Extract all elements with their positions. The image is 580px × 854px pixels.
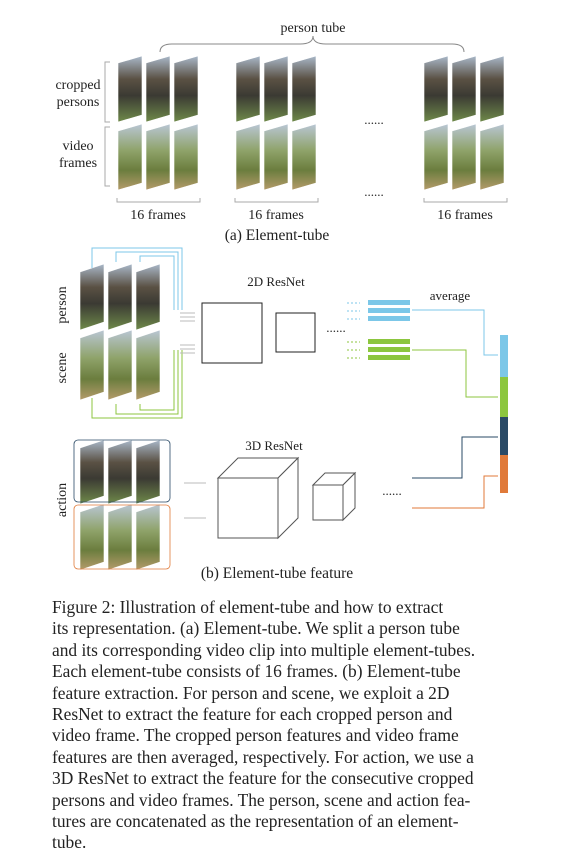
action-line-orange — [412, 475, 498, 509]
caption-line: tube. — [52, 832, 87, 853]
action-video-frame — [107, 503, 133, 571]
person-input-frame — [135, 263, 161, 331]
caption-line: 3D ResNet to extract the feature for the… — [52, 768, 474, 789]
subcaption-b: (b) Element-tube feature — [201, 565, 353, 582]
cropped-person-frame — [291, 55, 317, 123]
caption-line: and its corresponding video clip into mu… — [52, 639, 476, 660]
concat-action-2 — [500, 455, 508, 493]
resnet2d-box-large — [201, 302, 263, 364]
caption-line: ResNet to extract the feature for each c… — [52, 704, 453, 725]
caption-line: Figure 2: Illustration of element-tube a… — [52, 597, 444, 617]
input-arrows-3d — [184, 482, 206, 519]
scene-feature-arrows — [347, 341, 360, 359]
scene-feature-bars — [368, 339, 410, 360]
video-frame — [145, 123, 171, 191]
cropped-person-frame — [479, 55, 505, 123]
caption-line: its representation. (a) Element-tube. We… — [52, 618, 460, 639]
input-arrows-2d — [180, 312, 195, 354]
person-tube-brace — [159, 35, 465, 53]
video-frame — [117, 123, 143, 191]
cropped-person-frame — [263, 55, 289, 123]
cropped-person-frame — [117, 55, 143, 123]
action-person-frame — [107, 439, 133, 505]
element-tube-groups — [117, 55, 505, 191]
person-avg-line — [412, 309, 498, 356]
scene-input-frame — [79, 329, 105, 401]
frame-count-1: 16 frames — [130, 208, 186, 223]
row-label-cropped: cropped — [55, 78, 100, 93]
brace-group-3 — [423, 198, 508, 203]
action-person-box — [73, 439, 171, 503]
action-person-frame — [79, 439, 105, 505]
concat-person — [500, 335, 508, 377]
resnet3d-label: 3D ResNet — [245, 438, 303, 453]
video-frame — [451, 123, 477, 191]
ellipsis-frames: ...... — [364, 184, 384, 199]
figure-2: person tube cropped persons video frames… — [55, 21, 508, 582]
concat-scene — [500, 377, 508, 417]
concat-action-1 — [500, 417, 508, 455]
row-bracket-frames — [104, 126, 110, 187]
caption-line: Each element-tube consists of 16 frames.… — [52, 661, 461, 682]
scene-input-frame — [135, 329, 161, 401]
frame-count-3: 16 frames — [437, 208, 493, 223]
video-frame — [479, 123, 505, 191]
brace-group-1 — [116, 198, 201, 203]
video-frame — [173, 123, 199, 191]
caption-line: video frame. The cropped person features… — [52, 725, 459, 746]
video-frame — [423, 123, 449, 191]
ellipsis-persons: ...... — [364, 112, 384, 127]
video-frame — [235, 123, 261, 191]
feature-input-groups — [73, 263, 171, 571]
resnet2d-label: 2D ResNet — [247, 274, 305, 289]
row-label-persons: persons — [57, 95, 100, 110]
brace-group-2 — [234, 198, 319, 203]
person-feature-arrows — [347, 302, 360, 320]
person-routing — [91, 247, 183, 310]
caption-line: features are then averaged, respectively… — [52, 746, 474, 767]
action-video-frame — [79, 503, 105, 571]
frame-count-2: 16 frames — [248, 208, 304, 223]
person-feature-bars — [368, 300, 410, 321]
resnet3d-cube-small — [311, 471, 357, 522]
subcaption-a: (a) Element-tube — [225, 227, 330, 244]
figure-caption: Figure 2: Illustration of element-tube a… — [52, 597, 522, 854]
resnet3d-ellipsis: ...... — [382, 483, 402, 498]
scene-avg-line — [412, 349, 498, 398]
action-person-frame — [135, 439, 161, 505]
scene-routing — [91, 350, 183, 419]
side-label-action: action — [55, 483, 70, 517]
person-input-frame — [107, 263, 133, 331]
row-bracket-persons — [104, 61, 110, 123]
action-video-box — [73, 504, 171, 570]
scene-input-frame — [107, 329, 133, 401]
resnet2d-ellipsis: ...... — [326, 320, 346, 335]
action-video-frame — [135, 503, 161, 571]
caption-line: persons and video frames. The person, sc… — [52, 789, 471, 810]
average-label: average — [430, 288, 471, 303]
cropped-person-frame — [451, 55, 477, 123]
cropped-person-frame — [423, 55, 449, 123]
cropped-person-frame — [173, 55, 199, 123]
video-frame — [263, 123, 289, 191]
row-label-frames: frames — [59, 156, 97, 171]
person-input-frame — [79, 263, 105, 331]
resnet3d-cube-large — [216, 456, 300, 540]
row-label-video: video — [62, 139, 93, 154]
cropped-person-frame — [235, 55, 261, 123]
resnet2d-box-small — [275, 312, 316, 353]
video-frame — [291, 123, 317, 191]
person-tube-label: person tube — [281, 21, 346, 36]
caption-line: feature extraction. For person and scene… — [52, 682, 450, 703]
caption-line: tures are concatenated as the representa… — [52, 811, 459, 832]
side-label-scene: scene — [55, 352, 70, 383]
cropped-person-frame — [145, 55, 171, 123]
action-line-dark — [412, 436, 498, 479]
side-label-person: person — [55, 286, 70, 323]
